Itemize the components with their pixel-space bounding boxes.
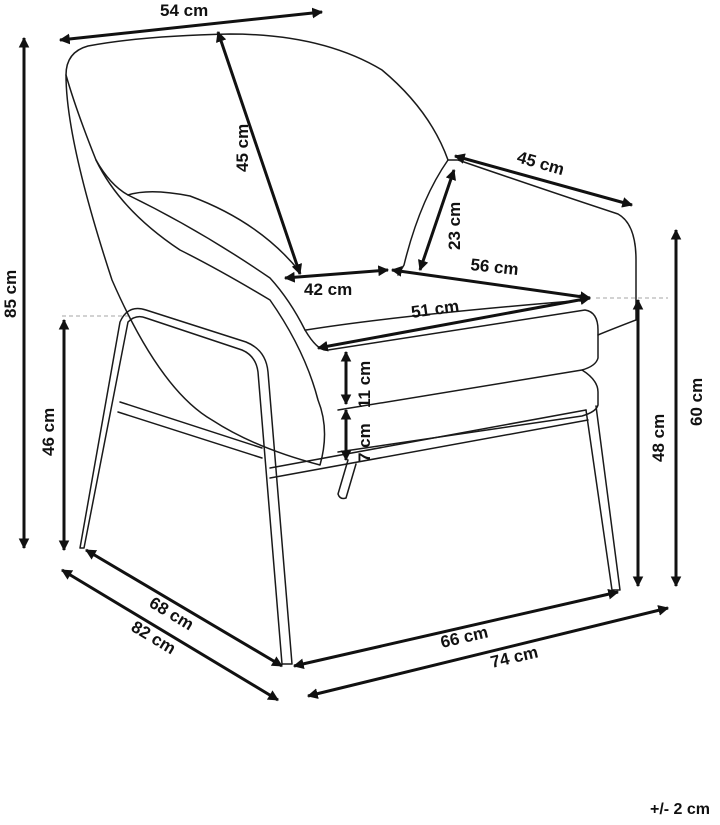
arm-top-height-label: 60 cm (687, 378, 706, 426)
back-height-arrow (216, 30, 302, 276)
cushion-thickness-label: 11 cm (355, 361, 374, 408)
armchair-outline (62, 33, 668, 665)
seat-height-label: 46 cm (39, 408, 58, 456)
frame-left-leg (79, 307, 293, 665)
seat-depth-inner-label: 42 cm (304, 280, 352, 299)
seat-width-front-label: 51 cm (410, 296, 460, 322)
arm-length-arrow (453, 153, 634, 208)
leg-width-label: 66 cm (439, 623, 490, 652)
dimension-labels: 54 cm 45 cm 45 cm 23 cm 42 cm 56 cm 51 c… (1, 1, 706, 672)
backrest-top-curve (127, 191, 301, 273)
total-height-label: 85 cm (1, 270, 20, 318)
total-depth-arrow (61, 568, 279, 702)
top-width-label: 54 cm (160, 1, 208, 20)
seat-cushion-top (304, 309, 599, 411)
total-width-arrow (306, 605, 670, 699)
frame-rear-rail (117, 401, 263, 459)
lower-shell (597, 309, 637, 336)
arm-height-label: 23 cm (445, 202, 464, 250)
base-thickness-label: 7 cm (355, 423, 374, 462)
backrest-inner-left (65, 74, 326, 466)
seat-width-inner-arrow (390, 266, 592, 302)
top-width-arrow (58, 7, 324, 45)
rear-bar (337, 459, 357, 500)
frame-right-leg (585, 405, 621, 591)
arm-height-total-label: 48 cm (649, 414, 668, 462)
seat-cushion-front (337, 369, 599, 453)
tolerance-note: +/- 2 cm (649, 801, 710, 818)
frame-front-rail (269, 409, 589, 479)
seat-depth-inner-arrow (283, 265, 390, 283)
seat-width-front-arrow (316, 294, 592, 352)
backrest-inner-curve (95, 159, 306, 331)
back-height-label: 45 cm (233, 124, 252, 172)
total-width-label: 74 cm (489, 643, 540, 672)
leg-depth-arrow (85, 548, 283, 668)
dimension-arrows (18, 7, 682, 702)
arm-height-arrow (418, 168, 456, 272)
seat-width-inner-label: 56 cm (470, 255, 520, 279)
